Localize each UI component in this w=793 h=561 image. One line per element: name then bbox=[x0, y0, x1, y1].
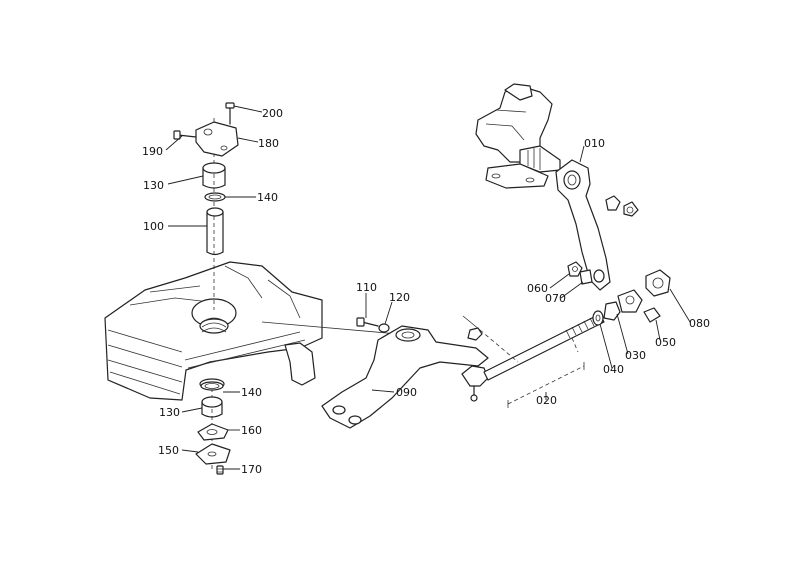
label-180: 180 bbox=[258, 137, 279, 150]
label-130-lower: 130 bbox=[159, 406, 180, 419]
label-160: 160 bbox=[241, 424, 262, 437]
label-050: 050 bbox=[655, 336, 676, 349]
label-070: 070 bbox=[545, 292, 566, 305]
label-140-lower: 140 bbox=[241, 386, 262, 399]
axle-housing-drawing bbox=[104, 118, 399, 470]
knuckle-arm-drawing bbox=[321, 315, 489, 429]
label-010: 010 bbox=[584, 137, 605, 150]
steering-gearbox-drawing bbox=[475, 83, 561, 189]
label-060: 060 bbox=[527, 282, 548, 295]
label-150: 150 bbox=[158, 444, 179, 457]
label-090: 090 bbox=[396, 386, 417, 399]
label-130-upper: 130 bbox=[143, 179, 164, 192]
label-200: 200 bbox=[262, 107, 283, 120]
pitman-arm-drawing bbox=[555, 159, 639, 291]
label-040: 040 bbox=[603, 363, 624, 376]
label-170: 170 bbox=[241, 463, 262, 476]
label-110: 110 bbox=[356, 281, 377, 294]
label-190: 190 bbox=[142, 145, 163, 158]
label-080: 080 bbox=[689, 317, 710, 330]
leader-lines bbox=[165, 105, 691, 470]
label-100: 100 bbox=[143, 220, 164, 233]
lower-pivot-parts bbox=[195, 381, 231, 475]
label-030: 030 bbox=[625, 349, 646, 362]
tie-rod-assembly-drawing bbox=[461, 269, 671, 408]
part-labels: 200 180 190 130 140 100 110 120 140 130 … bbox=[142, 107, 710, 476]
label-140-upper: 140 bbox=[257, 191, 278, 204]
upper-pivot-parts bbox=[173, 102, 239, 256]
label-020: 020 bbox=[536, 394, 557, 407]
label-120: 120 bbox=[389, 291, 410, 304]
